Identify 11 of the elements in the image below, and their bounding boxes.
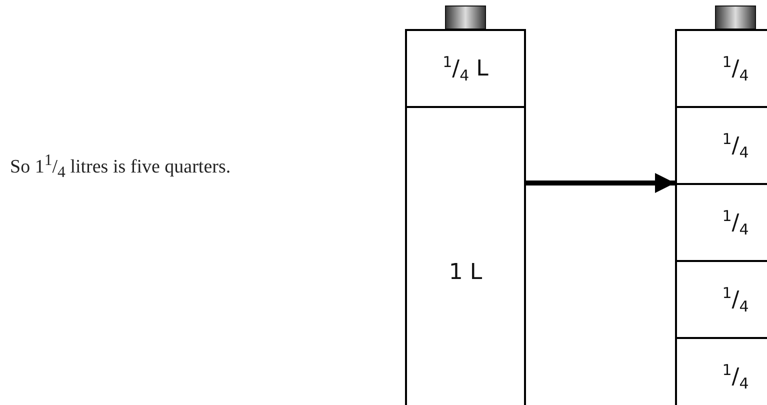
carton-outline [405,29,526,405]
fraction-label: $^{1}$/$_{4}$ L [442,52,488,84]
fraction-label: $^{1}$/$_{4}$ [722,206,749,238]
arrow [526,173,675,193]
fraction-label: 1 L [448,260,482,284]
explanation-text: So 1$^{1}$/$_{4}$ litres is five quarters. [10,152,231,182]
fraction-label: $^{1}$/$_{4}$ [722,52,749,84]
fraction-label: $^{1}$/$_{4}$ [722,360,749,392]
carton-outline [675,29,767,405]
fraction-label: $^{1}$/$_{4}$ [722,284,749,316]
fraction-label: $^{1}$/$_{4}$ [722,130,749,162]
